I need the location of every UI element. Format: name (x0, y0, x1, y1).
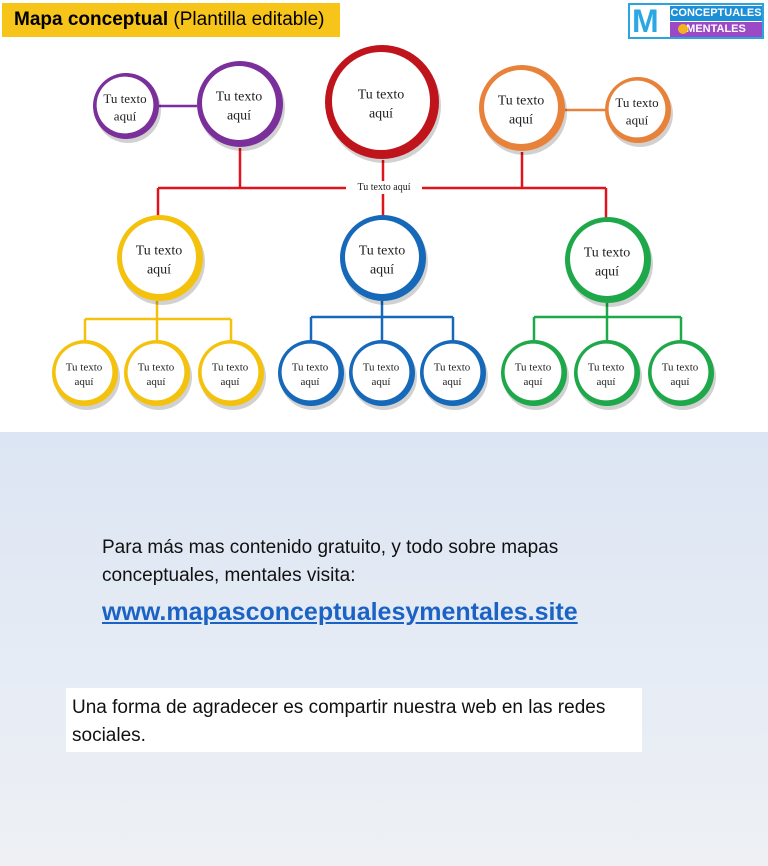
node-yellow-sub-1-label-line2: aquí (75, 376, 94, 388)
page-title: Mapa conceptual (Plantilla editable) (2, 3, 340, 37)
node-green-sub-1-label-line1: Tu texto (515, 361, 552, 373)
node-yellow-sub-2[interactable]: Tu texto aquí (124, 340, 192, 410)
title-rest: (Plantilla editable) (168, 9, 325, 30)
node-blue-sub-2-label-line1: Tu texto (363, 361, 400, 373)
node-yellow-sub-1-label-line1: Tu texto (66, 361, 103, 373)
node-orange-main[interactable]: Tu texto aquí (479, 65, 567, 155)
node-blue-sub-3-label-line2: aquí (443, 376, 462, 388)
node-green-sub-3-label-line1: Tu texto (662, 361, 699, 373)
node-orange-main-label-line2: aquí (509, 112, 533, 127)
node-blue-sub-2[interactable]: Tu texto aquí (349, 340, 417, 410)
node-green-sub-1[interactable]: Tu texto aquí (501, 340, 569, 410)
node-purple-sub-face (96, 76, 154, 134)
node-green-main-label-line2: aquí (595, 264, 619, 279)
node-yellow-sub-3-label-line1: Tu texto (212, 361, 249, 373)
node-yellow-sub-2-label-line2: aquí (147, 376, 166, 388)
node-blue-sub-1[interactable]: Tu texto aquí (278, 340, 346, 410)
node-blue-sub-1-face (281, 343, 339, 401)
node-green-sub-3-label-line2: aquí (671, 376, 690, 388)
node-orange-sub-label-line2: aquí (626, 112, 649, 127)
node-yellow-sub-3[interactable]: Tu texto aquí (198, 340, 266, 410)
node-orange-main-face (484, 70, 558, 144)
node-green-sub-1-face (504, 343, 562, 401)
node-root-label-line1: Tu texto (358, 88, 405, 103)
footer-panel (0, 432, 768, 866)
node-purple-main-label-line1: Tu texto (216, 90, 263, 105)
node-root-face (331, 51, 431, 151)
share-text-box: Una forma de agradecer es compartir nues… (66, 688, 642, 752)
logo-line1: CONCEPTUALES (670, 6, 762, 21)
node-green-sub-2-label-line1: Tu texto (588, 361, 625, 373)
node-blue-sub-3-face (423, 343, 481, 401)
website-link[interactable]: www.mapasconceptualesymentales.site (102, 598, 578, 626)
node-blue-sub-3[interactable]: Tu texto aquí (420, 340, 488, 410)
brand-logo[interactable]: M CONCEPTUALES MENTALES (628, 3, 764, 39)
logo-brain-icon (678, 24, 688, 34)
logo-line2: MENTALES (670, 22, 762, 37)
node-blue-main-label-line2: aquí (370, 262, 394, 277)
node-root[interactable]: Tu texto aquí (325, 45, 441, 163)
node-orange-sub[interactable]: Tu texto aquí (605, 77, 673, 147)
node-yellow-sub-3-label-line2: aquí (221, 376, 240, 388)
node-green-sub-2-face (577, 343, 635, 401)
node-green-main-face (570, 222, 644, 296)
node-green-main[interactable]: Tu texto aquí (565, 217, 653, 307)
node-yellow-sub-2-label-line1: Tu texto (138, 361, 175, 373)
node-purple-sub[interactable]: Tu texto aquí (93, 73, 161, 143)
node-purple-main[interactable]: Tu texto aquí (197, 61, 285, 151)
logo-letter: M (632, 3, 659, 39)
node-green-sub-3-face (651, 343, 709, 401)
node-root-label-line2: aquí (369, 106, 393, 121)
node-orange-sub-label-line1: Tu texto (615, 95, 658, 110)
info-text: Para más mas contenido gratuito, y todo … (102, 537, 559, 586)
node-green-sub-3[interactable]: Tu texto aquí (648, 340, 716, 410)
node-yellow-main-face (122, 220, 196, 294)
node-yellow-main-label-line2: aquí (147, 262, 171, 277)
node-blue-sub-2-label-line2: aquí (372, 376, 391, 388)
node-yellow-sub-2-face (127, 343, 185, 401)
node-blue-sub-2-face (352, 343, 410, 401)
connector-label[interactable]: Tu texto aquí (358, 182, 411, 193)
node-blue-sub-1-label-line1: Tu texto (292, 361, 329, 373)
node-purple-main-face (202, 66, 276, 140)
node-yellow-main-label-line1: Tu texto (136, 244, 183, 259)
title-bold: Mapa conceptual (14, 9, 169, 30)
node-purple-sub-label-line1: Tu texto (103, 91, 146, 106)
node-purple-main-label-line2: aquí (227, 108, 251, 123)
node-green-sub-1-label-line2: aquí (524, 376, 543, 388)
node-blue-main[interactable]: Tu texto aquí (340, 215, 428, 305)
node-yellow-sub-1[interactable]: Tu texto aquí (52, 340, 120, 410)
node-blue-sub-1-label-line2: aquí (301, 376, 320, 388)
node-green-sub-2[interactable]: Tu texto aquí (574, 340, 642, 410)
node-yellow-main[interactable]: Tu texto aquí (117, 215, 205, 305)
node-yellow-sub-1-face (55, 343, 113, 401)
node-green-sub-2-label-line2: aquí (597, 376, 616, 388)
connector-label-bg (346, 181, 422, 194)
node-orange-sub-face (608, 80, 666, 138)
node-blue-main-face (345, 220, 419, 294)
node-yellow-sub-3-face (201, 343, 259, 401)
node-purple-sub-label-line2: aquí (114, 108, 137, 123)
node-orange-main-label-line1: Tu texto (498, 94, 545, 109)
node-blue-sub-3-label-line1: Tu texto (434, 361, 471, 373)
node-blue-main-label-line1: Tu texto (359, 244, 406, 259)
node-green-main-label-line1: Tu texto (584, 246, 631, 261)
